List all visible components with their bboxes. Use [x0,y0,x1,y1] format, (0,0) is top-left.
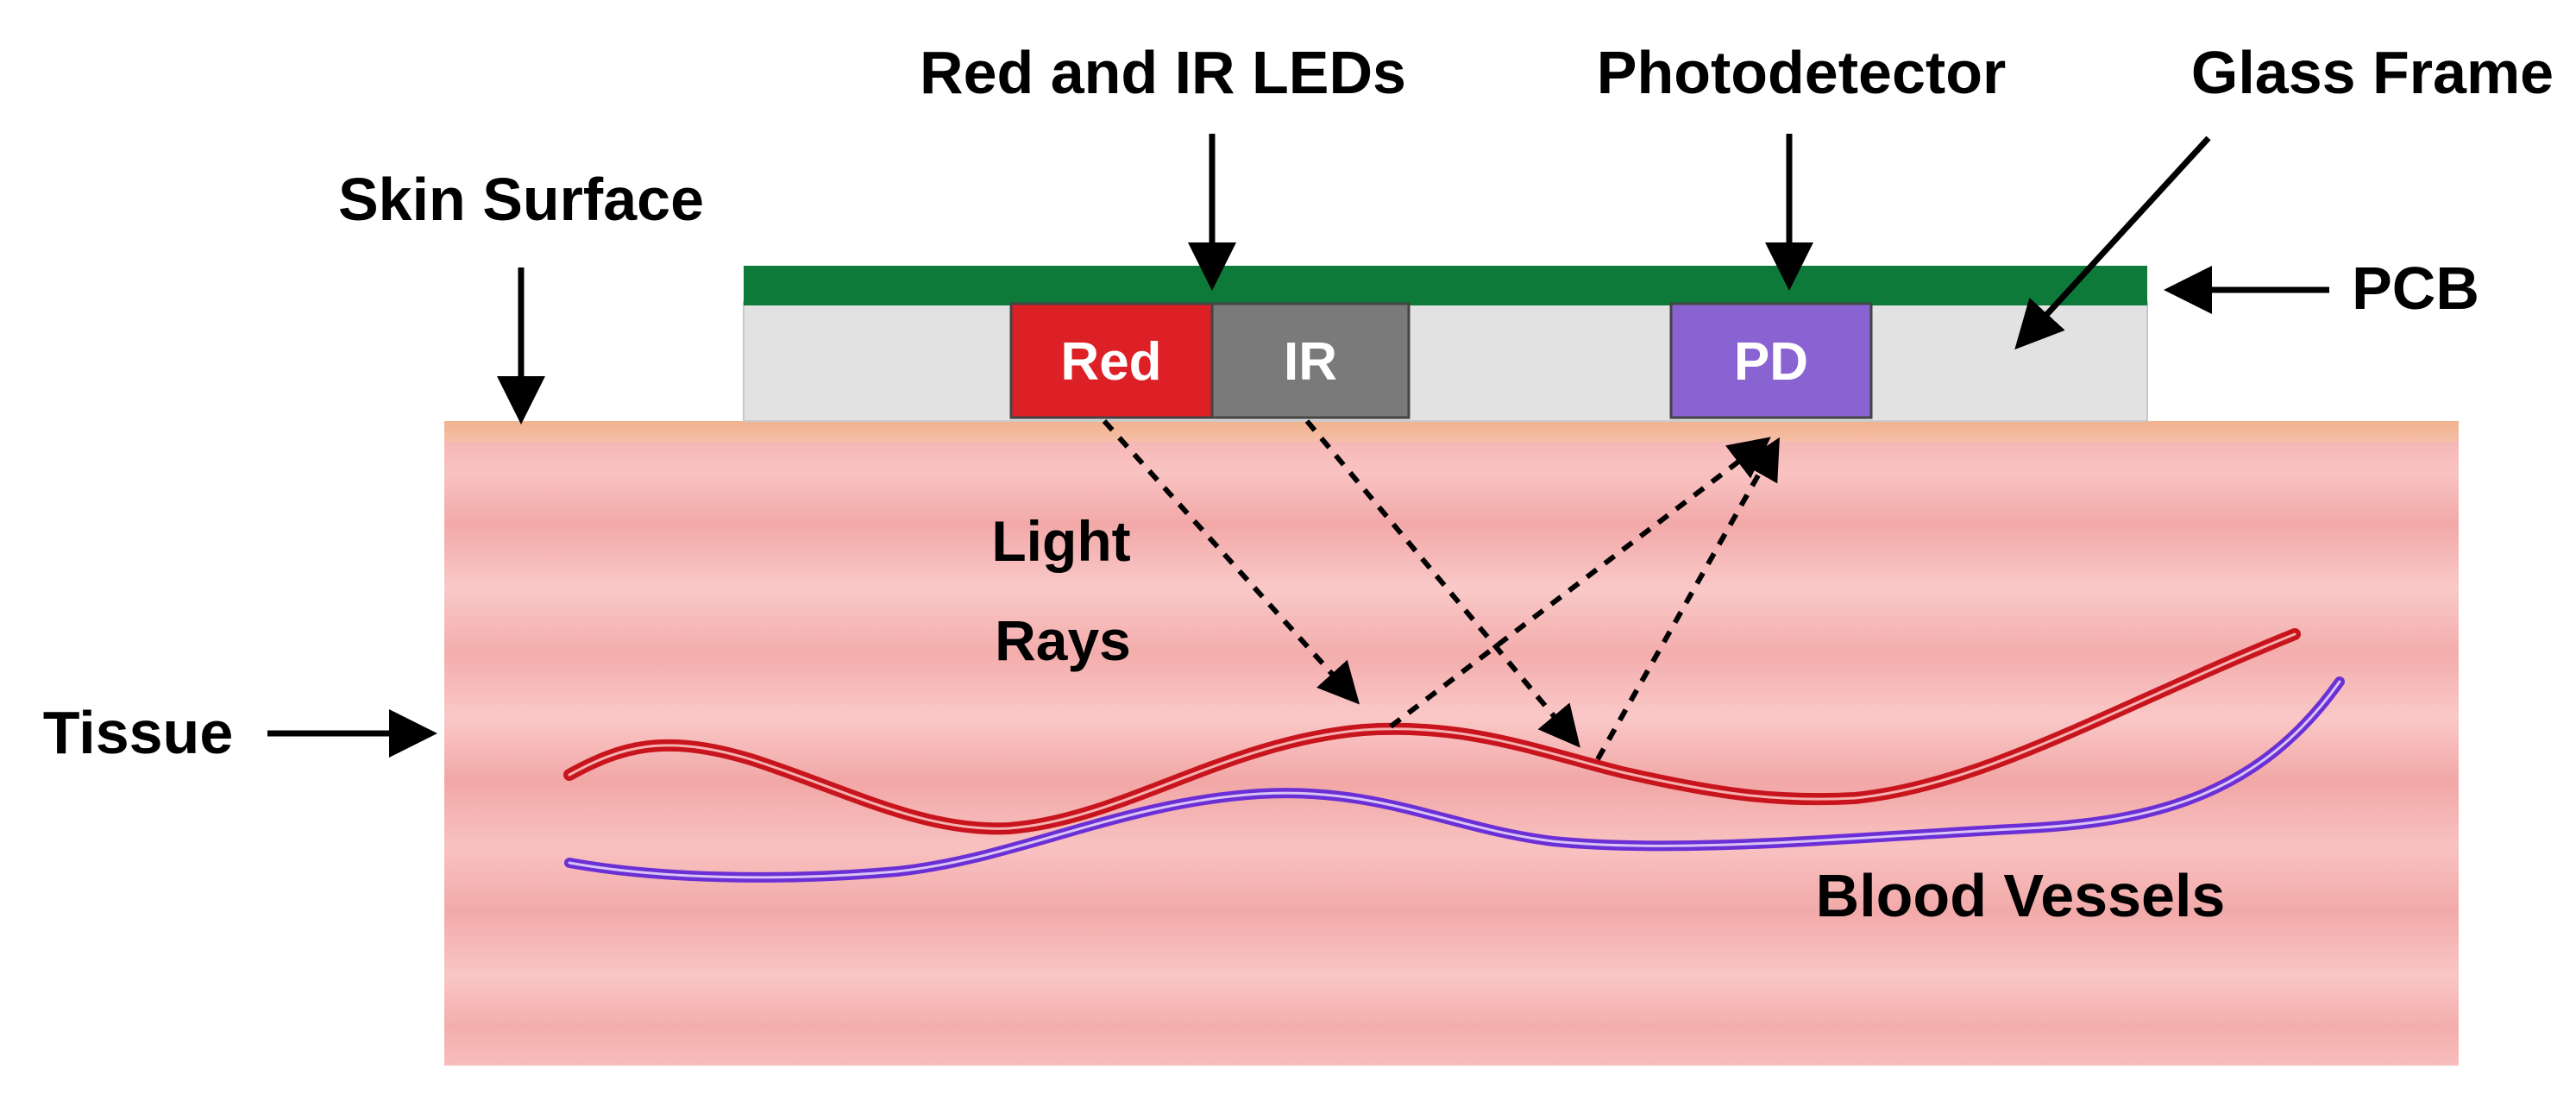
light-rays-label-line1: Light [991,509,1130,573]
red-led [1009,302,1214,419]
red-ir-leds-label: Red and IR LEDs [920,39,1406,106]
blood-vessels-label: Blood Vessels [1816,862,2226,929]
ir-incident-ray [1304,419,1580,748]
callout-arrows [267,134,2329,758]
tissue-block [444,421,2459,1066]
red-reflected-ray [1389,437,1771,729]
photodetector-title: Photodetector [1597,39,2006,106]
photodiode-label: PD [1734,332,1808,392]
tissue-label: Tissue [43,699,234,766]
skin-surface-label: Skin Surface [338,166,704,233]
red-incident-ray [1102,418,1360,705]
pcb-label: PCB [2352,255,2479,322]
glass-frame [743,301,2148,422]
ir-reflected-ray [1595,437,1780,761]
light-rays-label-line2: Rays [995,608,1131,672]
glass-frame-arrow [2014,135,2211,350]
red-led-label: Red [1060,332,1161,392]
photodiode [1669,302,1873,419]
ir-led-label: IR [1284,332,1337,392]
skin-surface-layer [444,421,2459,442]
artery-vessel-highlight [568,632,2296,830]
pcb-board [744,266,2147,305]
ir-led [1210,302,1411,419]
vein-vessel-highlight [568,680,2341,879]
glass-frame-label: Glass Frame [2191,39,2554,106]
light-rays [1102,418,1780,761]
